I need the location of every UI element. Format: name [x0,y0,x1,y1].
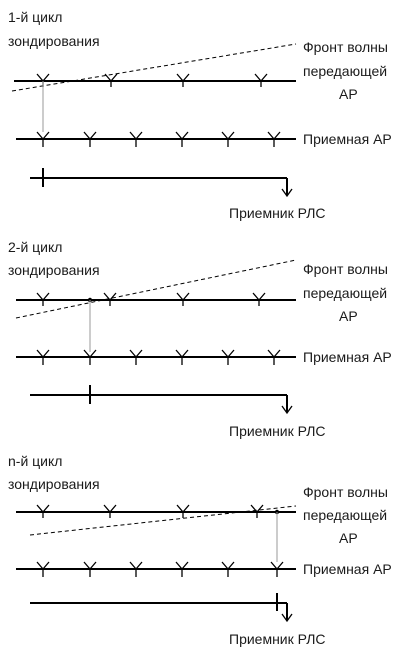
cycle-label-line2: зондирования [8,262,100,278]
cycle-label-line2: зондирования [8,33,100,49]
antenna-element [267,131,281,147]
receive-array-label: Приемная АР [303,561,392,577]
front-label-line2: передающей [303,63,387,79]
antenna-element [104,73,118,87]
panel-cycle-2: 2-й цикл зондирования Фронт волны переда… [8,239,392,439]
antenna-element [36,349,50,365]
antenna-element [129,561,143,577]
antenna-element [221,349,235,365]
panel-cycle-n: n-й цикл зондирования Фронт волны переда… [8,453,392,647]
receive-array-elements [36,561,284,577]
front-label-line1: Фронт волны [303,39,388,55]
receive-array-elements [36,131,281,147]
antenna-element [175,131,189,147]
antenna-element [83,561,97,577]
antenna-element [176,292,190,306]
antenna-element [176,504,190,518]
front-label-line1: Фронт волны [303,484,388,500]
transmit-array-elements [36,292,266,306]
receive-array-label: Приемная АР [303,131,392,147]
antenna-element [36,561,50,577]
front-label-line2: передающей [303,285,387,301]
antenna-element [254,73,268,87]
receiver-label: Приемник РЛС [229,423,326,439]
front-label-line3: АР [339,530,358,546]
antenna-element [250,504,264,518]
cycle-label-line1: 2-й цикл [8,239,62,255]
antenna-element [270,561,284,577]
arrow-head-icon [281,405,293,415]
antenna-element [103,504,117,518]
transmit-array-elements [36,504,264,518]
antenna-element [36,504,50,518]
antenna-element [176,73,190,87]
receive-array-elements [36,349,281,365]
antenna-element [129,131,143,147]
panel-cycle-1: 1-й цикл зондирования Фронт волны переда… [8,9,392,221]
front-label-line3: АР [339,308,358,324]
cycle-label-line1: 1-й цикл [8,9,62,25]
antenna-element [175,349,189,365]
wave-front-line [15,259,297,319]
cycle-label-line2: зондирования [8,476,100,492]
antenna-element [36,292,50,306]
receiver-label: Приемник РЛС [229,205,326,221]
wave-front-line [11,43,297,92]
receiver-label: Приемник РЛС [229,631,326,647]
antenna-element [129,349,143,365]
antenna-element [221,131,235,147]
arrow-head-icon [281,613,293,623]
antenna-element [267,349,281,365]
receive-array-label: Приемная АР [303,349,392,365]
front-label-line3: АР [339,86,358,102]
antenna-element [103,292,117,306]
front-label-line2: передающей [303,507,387,523]
cycle-label-line1: n-й цикл [8,453,62,469]
antenna-element [36,131,50,147]
antenna-element [252,292,266,306]
wave-front-line [29,505,297,536]
front-label-line1: Фронт волны [303,261,388,277]
antenna-element [83,131,97,147]
arrow-head-icon [281,188,293,198]
antenna-element [175,561,189,577]
antenna-element [83,349,97,365]
antenna-element [221,561,235,577]
